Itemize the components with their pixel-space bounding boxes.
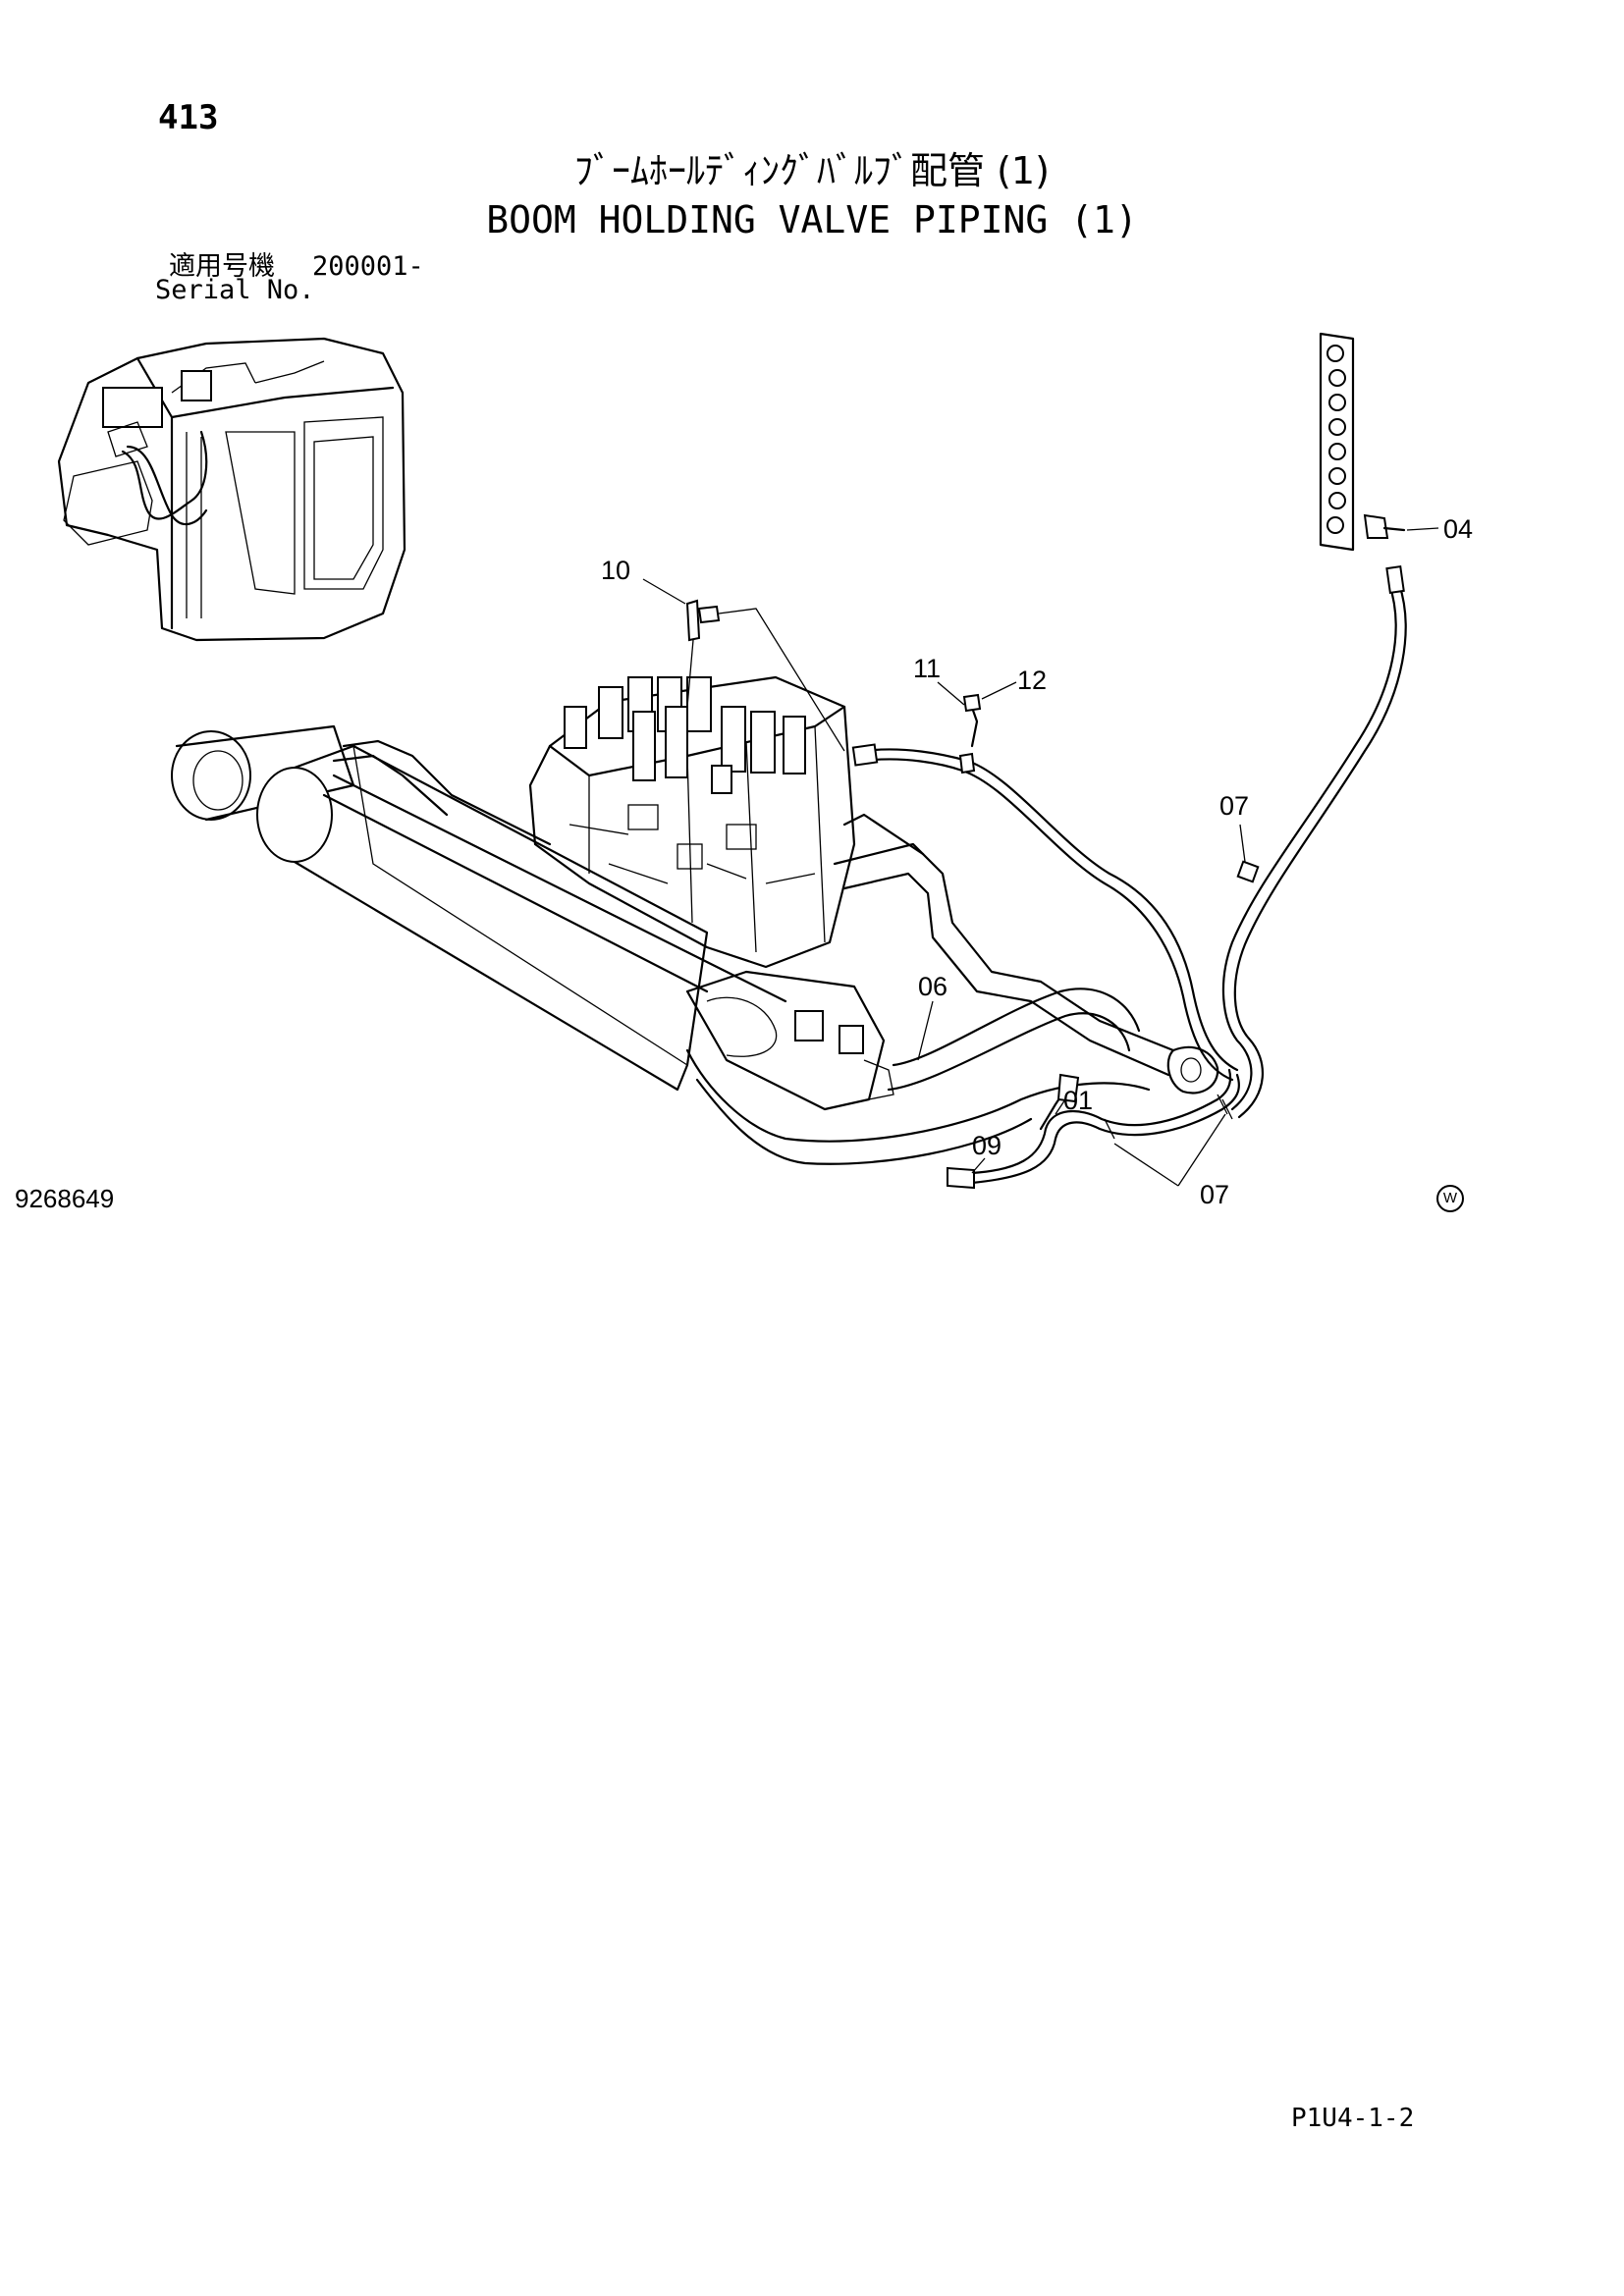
callout-01: 01 bbox=[1063, 1086, 1093, 1115]
callout-12: 12 bbox=[1017, 666, 1047, 695]
serial-number-range: 200001- bbox=[312, 251, 424, 282]
fitting-10 bbox=[685, 599, 845, 752]
serial-label-japanese: 適用号機 bbox=[169, 251, 275, 282]
return-pipes bbox=[685, 813, 1175, 1165]
title-english: BOOM HOLDING VALVE PIPING (1) bbox=[486, 198, 1138, 241]
hose-11 bbox=[851, 693, 1239, 1082]
callout-11: 11 bbox=[913, 654, 941, 683]
callout-07-top: 07 bbox=[1219, 791, 1249, 821]
leader-lines bbox=[642, 527, 1439, 1187]
callout-10: 10 bbox=[601, 556, 630, 585]
callout-06: 06 bbox=[918, 972, 947, 1001]
callout-09: 09 bbox=[972, 1131, 1001, 1160]
w-mark-symbol: W bbox=[1436, 1185, 1464, 1212]
page-reference: P1U4-1-2 bbox=[1291, 2104, 1415, 2133]
pilot-valve-block bbox=[1319, 332, 1406, 552]
boom-holding-valve bbox=[685, 970, 1219, 1111]
page-number: 413 bbox=[158, 98, 219, 137]
title-japanese: ﾌﾞｰﾑﾎｰﾙﾃﾞｨﾝｸﾞﾊﾞﾙﾌﾞ配管 (1) bbox=[574, 149, 1050, 192]
serial-label-english: Serial No. bbox=[155, 275, 315, 305]
hose-long-right bbox=[1221, 565, 1407, 1119]
drawing-number: 9268649 bbox=[15, 1184, 115, 1213]
control-valve-assembly bbox=[528, 675, 856, 969]
hose-09 bbox=[947, 1068, 1240, 1190]
boom-cylinder bbox=[171, 724, 787, 1092]
machine-overview-thumbnail bbox=[57, 337, 406, 642]
callout-07-bottom: 07 bbox=[1200, 1180, 1229, 1209]
callout-04: 04 bbox=[1443, 514, 1473, 544]
